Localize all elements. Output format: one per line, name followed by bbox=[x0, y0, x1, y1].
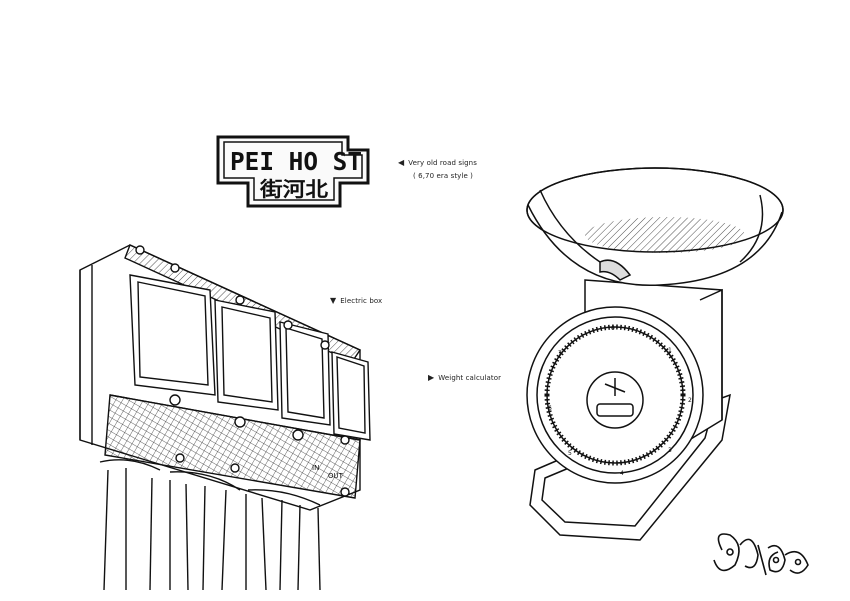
road-sign: PEI HO ST 街河北 bbox=[216, 135, 370, 208]
dial-number: 2 bbox=[688, 397, 692, 404]
road-sign-note: ◀Very old road signs bbox=[398, 158, 477, 167]
dial-number: 5 bbox=[568, 450, 572, 457]
signature-logo bbox=[713, 533, 809, 576]
electric-box-note: ▼Electric box bbox=[330, 296, 382, 305]
dial-number: 4 bbox=[620, 470, 624, 477]
dial-number: 7 bbox=[558, 350, 562, 357]
pointer-down-icon: ▼ bbox=[330, 296, 337, 305]
weight-note-text: Weight calculator bbox=[438, 374, 502, 382]
electric-box-drawing: IN OUT bbox=[79, 244, 371, 591]
pointer-left-icon: ◀ bbox=[398, 158, 405, 167]
dial-number: 0 bbox=[611, 325, 615, 332]
road-sign-note-sub: ( 6,70 era style ) bbox=[413, 172, 473, 180]
signature-text: Olive bbox=[735, 578, 751, 585]
sign-english-text: PEI HO ST bbox=[230, 147, 362, 176]
scale-dial-numbers: 0 1 2 3 4 5 6 7 bbox=[548, 325, 692, 477]
dial-number: 6 bbox=[548, 405, 552, 412]
sign-chinese-text: 街河北 bbox=[259, 177, 328, 201]
electric-out-label: OUT bbox=[328, 472, 344, 480]
electric-box-note-text: Electric box bbox=[340, 297, 383, 305]
electric-in-label: IN bbox=[312, 464, 319, 472]
pointer-right-icon: ▶ bbox=[428, 373, 435, 382]
road-sign-note-line1: Very old road signs bbox=[408, 159, 477, 167]
dial-number: 3 bbox=[668, 447, 672, 454]
dial-number: 1 bbox=[668, 347, 672, 354]
scale-drawing bbox=[526, 167, 784, 541]
weight-note: ▶Weight calculator bbox=[428, 373, 501, 382]
road-sign-note-line2: ( 6,70 era style ) bbox=[413, 172, 474, 180]
